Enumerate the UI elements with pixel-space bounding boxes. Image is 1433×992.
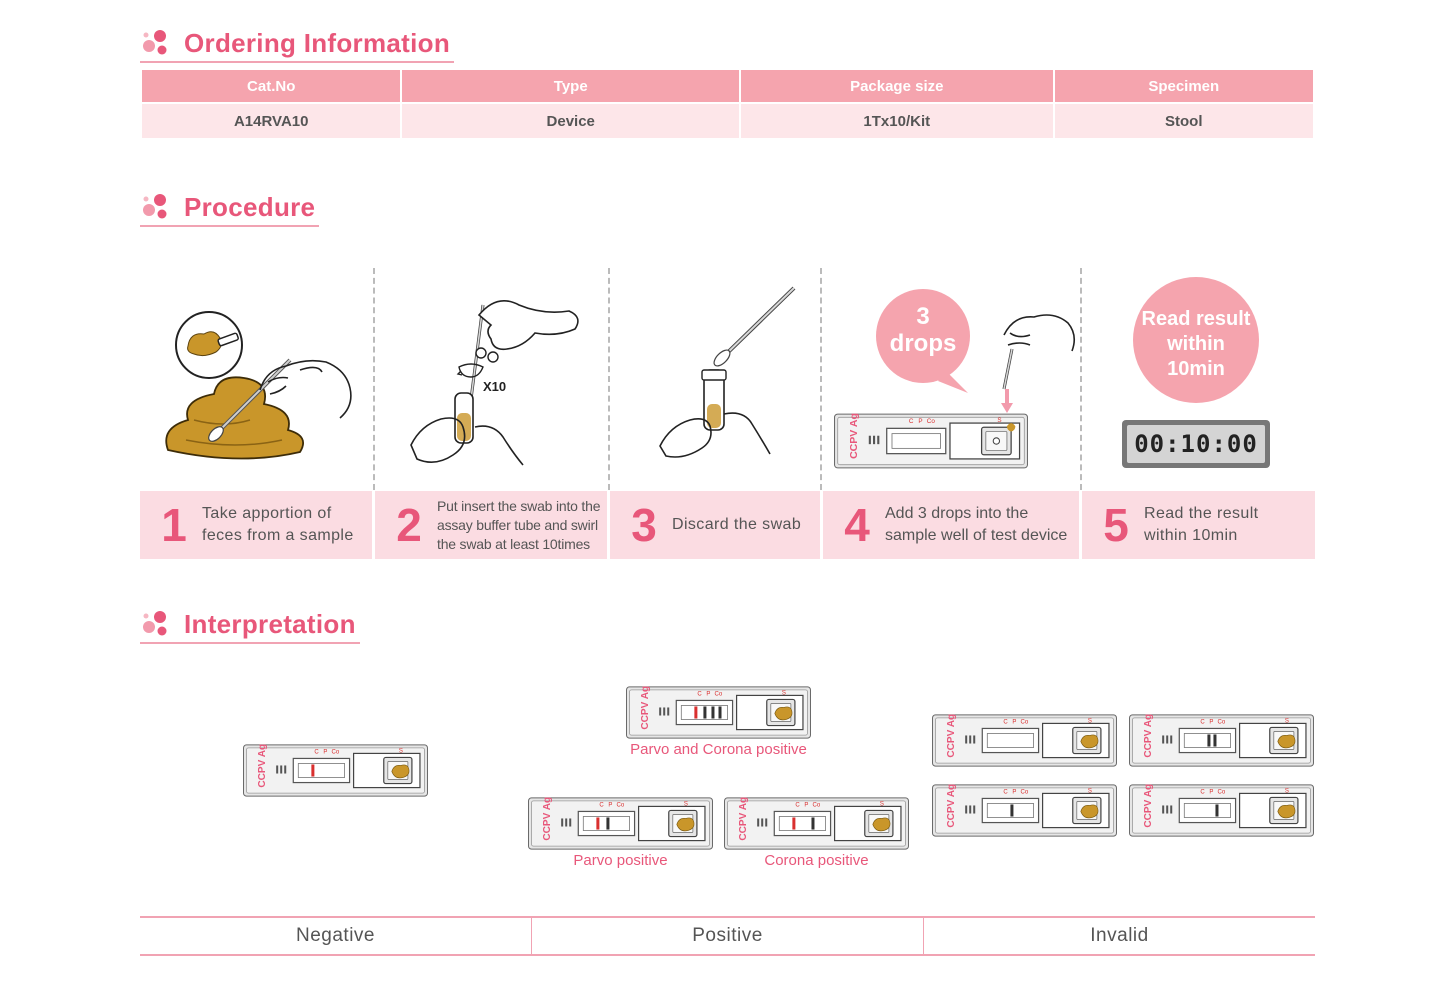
step-text-line: Take apportion of	[202, 505, 332, 522]
molecule-icon	[143, 30, 167, 55]
step-number: 5	[1103, 499, 1129, 551]
step-text-line: sample well of test device	[885, 527, 1068, 544]
timer-value: 00:10:00	[1134, 430, 1258, 458]
corona-line	[811, 817, 815, 830]
step-text-line: Add 3 drops into the	[885, 505, 1029, 522]
cell-package-size: 1Tx10/Kit	[741, 102, 1053, 138]
step-text-line: Discard the swab	[672, 516, 802, 533]
step-number: 1	[161, 499, 187, 551]
extra-line	[718, 706, 722, 719]
device-invalid-1	[932, 714, 1117, 767]
step-text-line: Put insert the swab into the	[437, 497, 601, 514]
read-result-line1: Read result	[1141, 308, 1251, 330]
swirl-count-label: X10	[483, 379, 506, 394]
step-divider	[820, 268, 822, 490]
drops-word: drops	[889, 330, 957, 357]
step-divider	[608, 268, 610, 490]
result-categories: Negative Positive Invalid	[140, 916, 1315, 956]
step-2: 2 Put insert the swab into the assay buf…	[375, 491, 607, 559]
step-5: 5 Read the result within 10min	[1082, 491, 1315, 559]
header-package-size: Package size	[741, 70, 1053, 102]
step-divider	[373, 268, 375, 490]
control-line	[792, 817, 796, 830]
step-1: 1 Take apportion of feces from a sample	[140, 491, 372, 559]
result-positive: Positive	[531, 918, 923, 954]
dropper-hand-illustration	[1001, 314, 1076, 413]
caption-parvo: Parvo positive	[573, 852, 668, 869]
corona-line	[1215, 804, 1219, 817]
corona-line	[711, 706, 715, 719]
cell-cat-no: A14RVA10	[142, 102, 401, 138]
procedure-heading: Procedure	[184, 191, 316, 222]
header-cat-no: Cat.No	[142, 70, 401, 102]
control-line	[311, 764, 315, 777]
interpretation-section-title: Interpretation	[140, 606, 360, 644]
caption-parvo-corona: Parvo and Corona positive	[630, 741, 807, 758]
result-invalid: Invalid	[923, 918, 1315, 954]
parvo-line	[1010, 804, 1014, 817]
molecule-icon	[143, 611, 167, 636]
step-number: 4	[844, 499, 870, 551]
result-negative: Negative	[296, 925, 375, 946]
device-parvo-corona-positive	[626, 686, 811, 739]
timer-display: 00:10:00	[1122, 420, 1270, 468]
read-result-bubble: Read result within 10min	[1133, 277, 1259, 403]
device-parvo-positive	[528, 797, 713, 850]
step-4: 4 Add 3 drops into the sample well of te…	[823, 491, 1079, 559]
ordering-data-row: A14RVA10 Device 1Tx10/Kit Stool	[142, 102, 1313, 138]
device-invalid-2	[1129, 714, 1314, 767]
parvo-line	[606, 817, 610, 830]
discard-swab-illustration	[659, 286, 796, 458]
cell-specimen: Stool	[1054, 102, 1313, 138]
step-text-line: feces from a sample	[202, 527, 354, 544]
swirl-swab-illustration: X10	[410, 299, 579, 466]
three-drops-bubble: 3 drops	[876, 289, 970, 393]
corona-line	[1213, 734, 1217, 747]
step-divider	[1080, 268, 1082, 490]
ordering-section-title: Ordering Information	[140, 25, 454, 63]
step-text-line: within 10min	[1144, 527, 1238, 544]
caption-corona: Corona positive	[764, 852, 869, 869]
parvo-line	[1207, 734, 1211, 747]
step-text-line: assay buffer tube and swirl	[437, 516, 598, 533]
test-device-step4	[834, 413, 1028, 469]
device-invalid-3	[932, 784, 1117, 837]
step-text-line: Read the result	[1144, 505, 1259, 522]
procedure-section-title: Procedure	[140, 189, 320, 227]
ordering-header-row: Cat.No Type Package size Specimen	[142, 70, 1313, 102]
step-3: 3 Discard the swab	[610, 491, 820, 559]
molecule-icon	[143, 194, 167, 219]
cell-type: Device	[402, 102, 739, 138]
read-result-line2: within	[1167, 333, 1225, 355]
step-number: 3	[631, 499, 657, 551]
ordering-heading: Ordering Information	[184, 27, 450, 58]
interpretation-heading: Interpretation	[184, 608, 356, 639]
step-number: 2	[396, 499, 422, 551]
step-text-line: the swab at least 10times	[437, 535, 590, 552]
header-type: Type	[402, 70, 739, 102]
feces-sample-illustration	[165, 311, 352, 460]
device-corona-positive	[724, 797, 909, 850]
device-invalid-4	[1129, 784, 1314, 837]
ordering-table: Cat.No Type Package size Specimen A14RVA…	[140, 70, 1315, 138]
drops-count: 3	[916, 303, 930, 330]
header-specimen: Specimen	[1054, 70, 1313, 102]
device-negative	[243, 744, 428, 797]
parvo-line	[703, 706, 707, 719]
read-result-line3: 10min	[1167, 358, 1225, 380]
control-line	[596, 817, 600, 830]
control-line	[694, 706, 698, 719]
